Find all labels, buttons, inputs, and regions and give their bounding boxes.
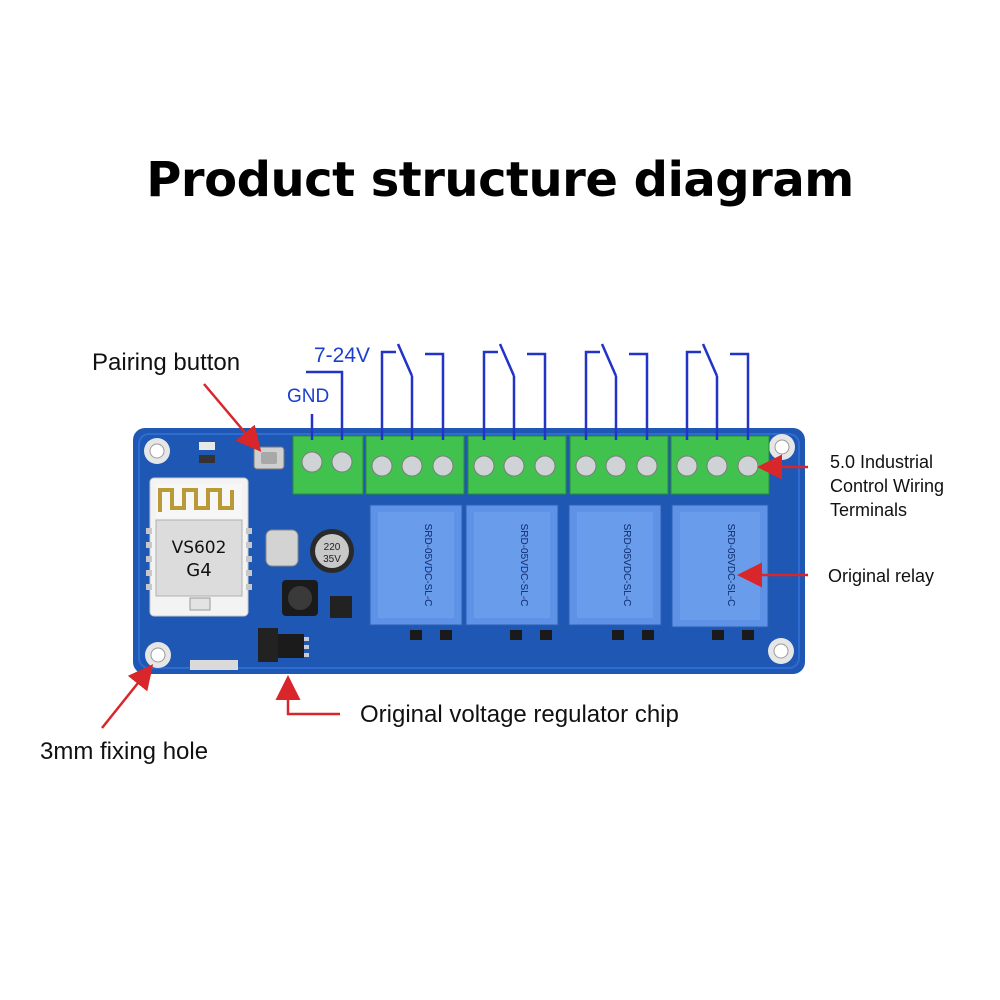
mounting-hole-top-left (144, 438, 170, 464)
callout-terminals-line1: 5.0 Industrial (830, 452, 934, 472)
module-variant: G4 (186, 560, 211, 581)
mounting-hole-top-right (769, 434, 795, 460)
terminal-block-relay-4 (670, 435, 770, 495)
relay-4 (671, 504, 769, 628)
svg-text:220: 220 (324, 542, 341, 553)
svg-text:SRD-05VDC-SL-C: SRD-05VDC-SL-C (422, 524, 433, 607)
svg-text:SRD-05VDC-SL-C: SRD-05VDC-SL-C (725, 524, 736, 607)
voltage-label: 7-24V (314, 344, 371, 367)
voltage-regulator-chip (258, 628, 309, 662)
relay-2 (465, 504, 559, 626)
mounting-hole-bottom-left (145, 642, 171, 668)
callout-terminals: 5.0 Industrial Control Wiring Terminals (830, 450, 944, 522)
relay-1 (369, 504, 463, 626)
svg-text:35V: 35V (323, 554, 341, 565)
svg-text:SRD-05VDC-SL-C: SRD-05VDC-SL-C (621, 524, 632, 607)
module-model: VS602 (172, 538, 227, 558)
relay-3 (568, 504, 662, 626)
callout-terminals-line3: Terminals (830, 500, 908, 520)
callout-fixing-hole: 3mm fixing hole (40, 738, 209, 765)
callout-pairing-button: Pairing button (92, 349, 241, 376)
callout-regulator: Original voltage regulator chip (360, 701, 679, 728)
terminal-block-power (292, 435, 364, 495)
capacitor (310, 529, 354, 573)
wiring-lines (306, 343, 750, 440)
terminal-block-relay-3 (569, 435, 669, 495)
callout-arrows (101, 383, 808, 729)
terminal-block-relay-1 (365, 435, 465, 495)
wireless-module (146, 477, 252, 617)
ground-label: GND (287, 386, 330, 407)
terminal-block-relay-2 (467, 435, 567, 495)
mounting-hole-bottom-right (768, 638, 794, 664)
callout-terminals-line2: Control Wiring (830, 476, 945, 496)
page-title: Product structure diagram (146, 152, 854, 208)
svg-text:SRD-05VDC-SL-C: SRD-05VDC-SL-C (518, 524, 529, 607)
callout-relay: Original relay (828, 566, 935, 586)
